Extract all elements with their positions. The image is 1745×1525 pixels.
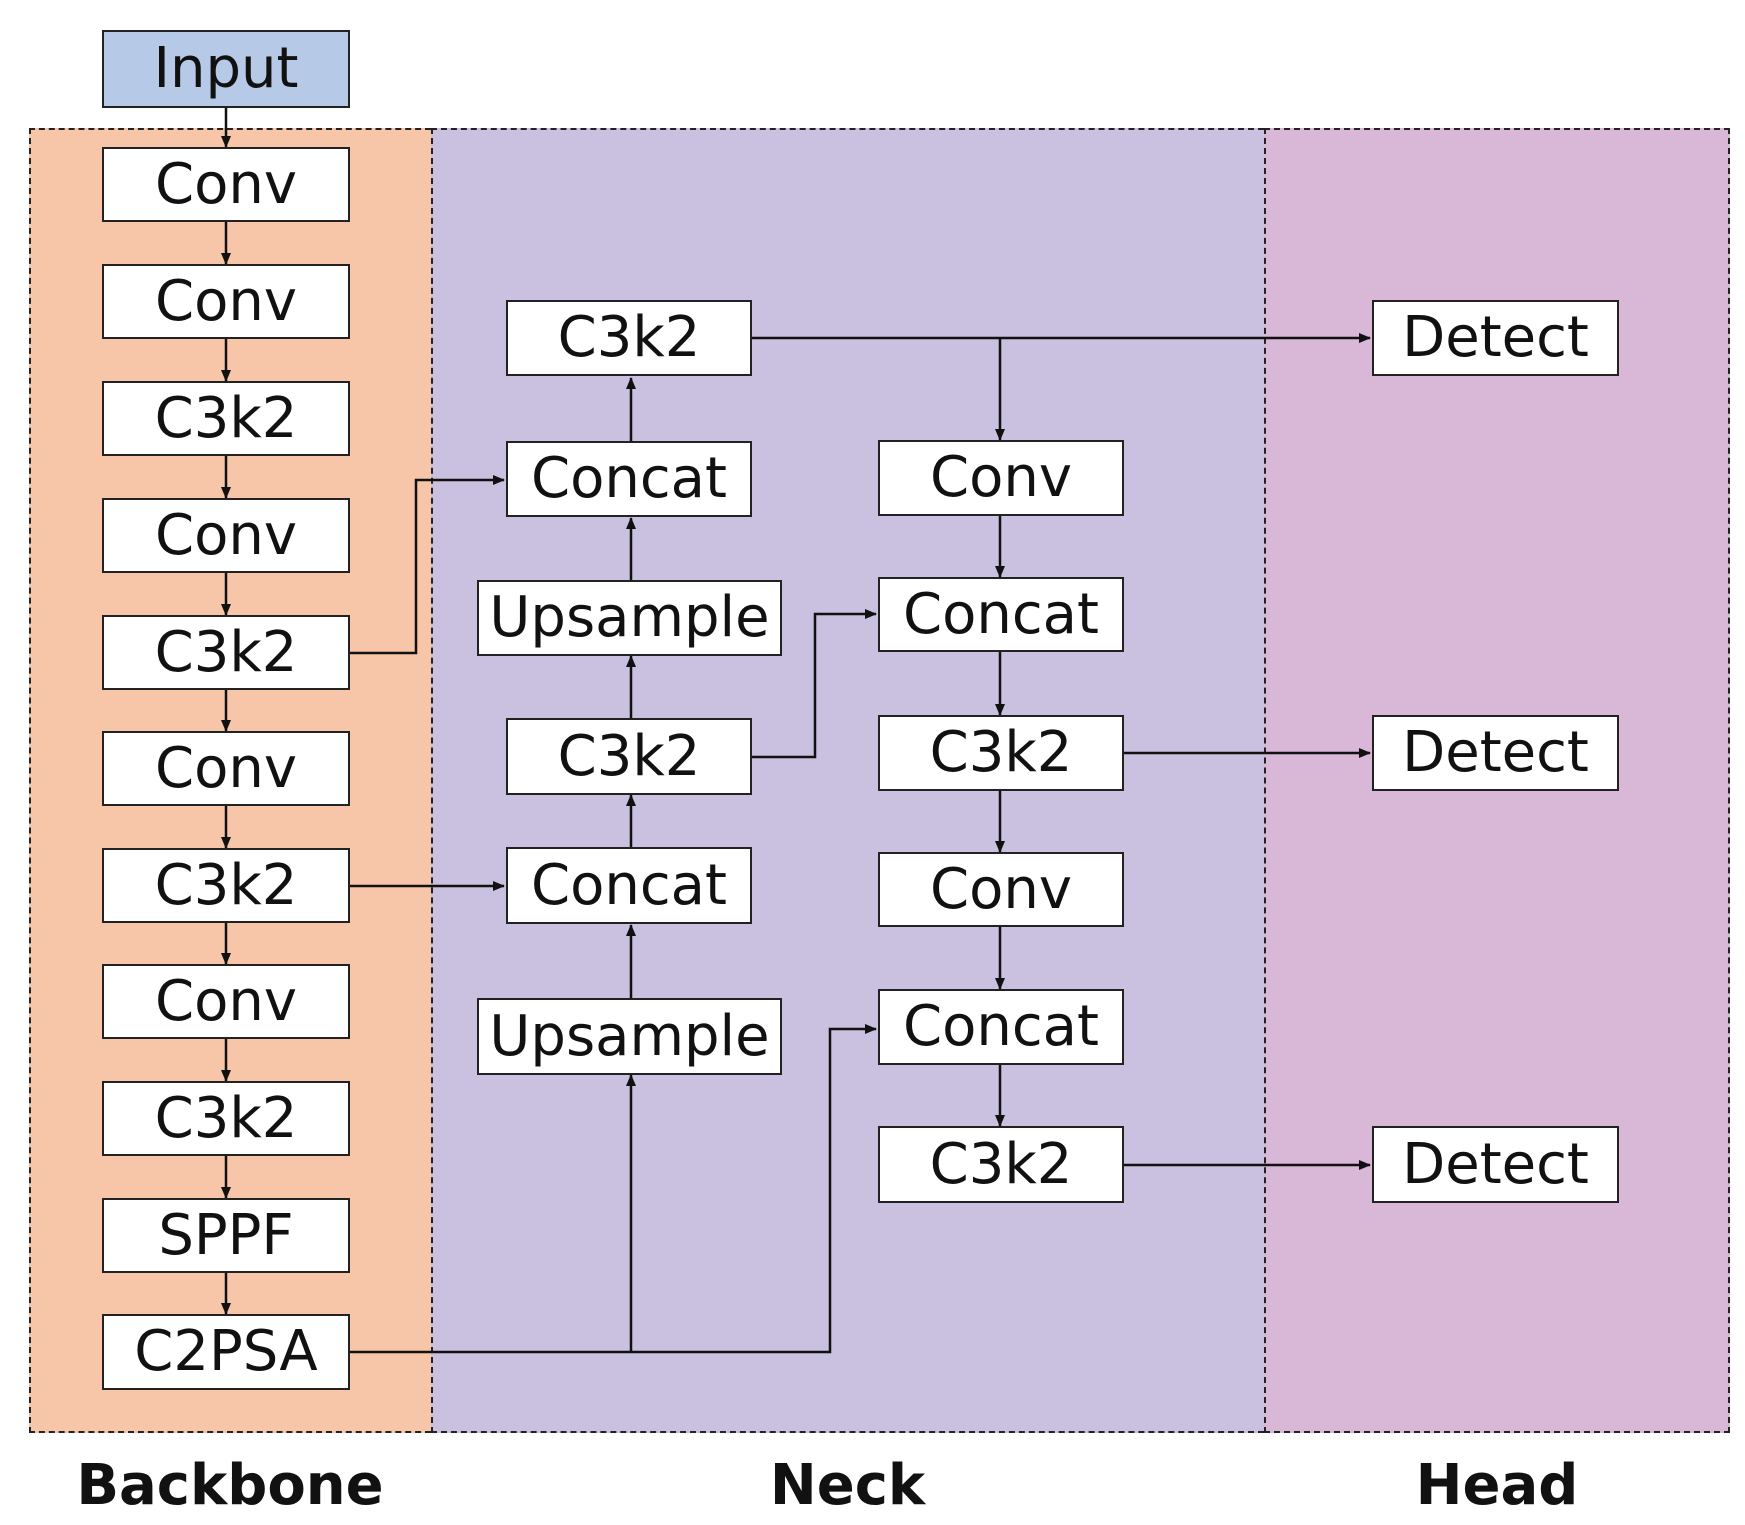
backbone-conv-1: Conv xyxy=(102,147,350,222)
backbone-sppf: SPPF xyxy=(102,1198,350,1273)
neck-c3k2-right-2: C3k2 xyxy=(878,1126,1124,1203)
input-node: Input xyxy=(102,30,350,108)
neck-upsample-lower: Upsample xyxy=(477,998,782,1075)
backbone-c3k2-4: C3k2 xyxy=(102,1081,350,1156)
neck-c3k2-top: C3k2 xyxy=(506,300,752,376)
neck-upsample-upper: Upsample xyxy=(477,580,782,656)
backbone-c3k2-2: C3k2 xyxy=(102,615,350,690)
backbone-c3k2-3: C3k2 xyxy=(102,848,350,923)
neck-conv-right-1: Conv xyxy=(878,440,1124,516)
backbone-conv-4: Conv xyxy=(102,731,350,806)
head-detect-3: Detect xyxy=(1372,1126,1619,1203)
neck-c3k2-mid: C3k2 xyxy=(506,718,752,795)
neck-conv-right-2: Conv xyxy=(878,852,1124,927)
head-detect-2: Detect xyxy=(1372,715,1619,791)
neck-concat-lower: Concat xyxy=(506,847,752,924)
neck-concat-right-1: Concat xyxy=(878,577,1124,652)
backbone-conv-5: Conv xyxy=(102,964,350,1039)
neck-label: Neck xyxy=(769,1452,926,1518)
backbone-conv-2: Conv xyxy=(102,264,350,339)
backbone-conv-3: Conv xyxy=(102,498,350,573)
neck-concat-right-2: Concat xyxy=(878,989,1124,1065)
neck-c3k2-right-1: C3k2 xyxy=(878,715,1124,791)
backbone-c3k2-1: C3k2 xyxy=(102,381,350,456)
backbone-label: Backbone xyxy=(76,1452,384,1518)
head-detect-1: Detect xyxy=(1372,300,1619,376)
head-label: Head xyxy=(1415,1452,1579,1518)
backbone-c2psa: C2PSA xyxy=(102,1314,350,1390)
neck-concat-upper: Concat xyxy=(506,441,752,517)
